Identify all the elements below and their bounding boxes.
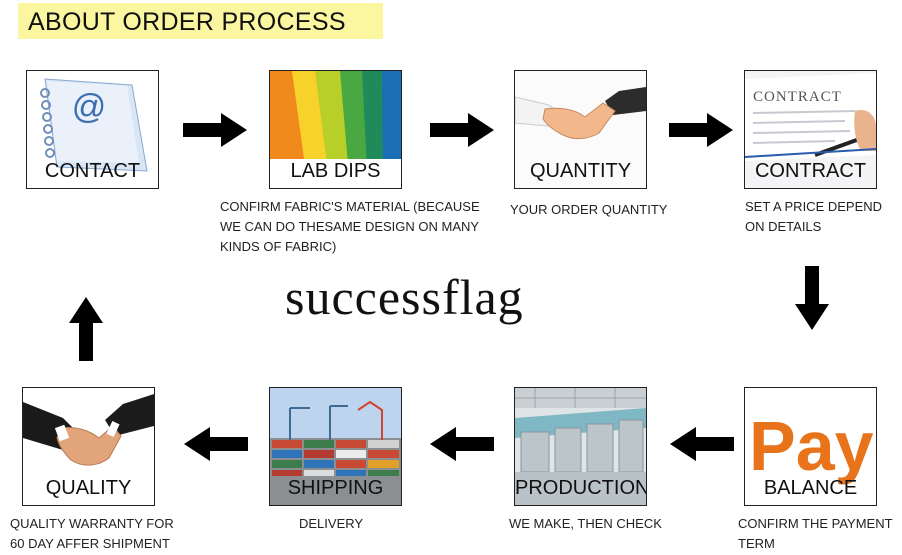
arrow-left-icon <box>430 427 494 461</box>
page-title: ABOUT ORDER PROCESS <box>18 3 383 39</box>
step-label: LAB DIPS <box>290 160 381 182</box>
step-production: PRODUCTION <box>514 387 647 506</box>
svg-text:CONTRACT: CONTRACT <box>753 89 842 105</box>
arrow-down-icon <box>795 266 829 330</box>
step-label: BALANCE <box>763 477 858 499</box>
step-contact: @ CONTACT <box>26 70 159 189</box>
step-label: CONTACT <box>44 160 141 182</box>
factory-icon <box>515 388 646 505</box>
step-lab-dips: LAB DIPS <box>269 70 402 189</box>
contract-pen-icon: CONTRACT <box>745 71 876 188</box>
arrow-left-icon <box>670 427 734 461</box>
step-desc-balance: CONFIRM THE PAYMENT TERM <box>738 516 893 551</box>
arrow-right-icon <box>669 113 733 147</box>
arrow-right-icon <box>183 113 247 147</box>
pay-text: Pay <box>749 407 874 485</box>
step-desc-shipping: DELIVERY <box>299 516 364 531</box>
step-shipping: SHIPPING <box>269 387 402 506</box>
arrow-left-icon <box>184 427 248 461</box>
step-label: SHIPPING <box>287 477 384 499</box>
step-desc-contract: SET A PRICE DEPEND ON DETAILS <box>745 199 883 234</box>
container-port-icon <box>270 388 401 505</box>
step-desc-production: WE MAKE, THEN CHECK <box>509 516 662 531</box>
step-quantity: QUANTITY <box>514 70 647 189</box>
step-label: CONTRACT <box>754 160 867 182</box>
fabric-swatches-icon <box>270 71 401 188</box>
watermark: successflag <box>285 269 524 325</box>
handshake-icon <box>515 71 646 188</box>
business-handshake-icon <box>23 388 154 505</box>
arrow-up-icon <box>69 297 103 361</box>
arrow-right-icon <box>430 113 494 147</box>
address-book-icon: @ <box>40 78 148 172</box>
step-desc-quantity: YOUR ORDER QUANTITY <box>510 202 668 217</box>
step-contract: CONTRACT CONTRACT <box>744 70 877 189</box>
svg-text:@: @ <box>72 88 107 126</box>
step-balance: Pay BALANCE <box>744 387 877 506</box>
step-label: QUALITY <box>45 477 132 499</box>
step-label: QUANTITY <box>529 160 632 182</box>
step-label: PRODUCTION <box>515 477 647 499</box>
step-desc-lab-dips: CONFIRM FABRIC'S MATERIAL (BECAUSE WE CA… <box>220 199 480 254</box>
step-quality: QUALITY <box>22 387 155 506</box>
pay-icon: Pay <box>745 388 876 505</box>
step-desc-quality: QUALITY WARRANTY FOR 60 DAY AFFER SHIPME… <box>10 516 174 551</box>
